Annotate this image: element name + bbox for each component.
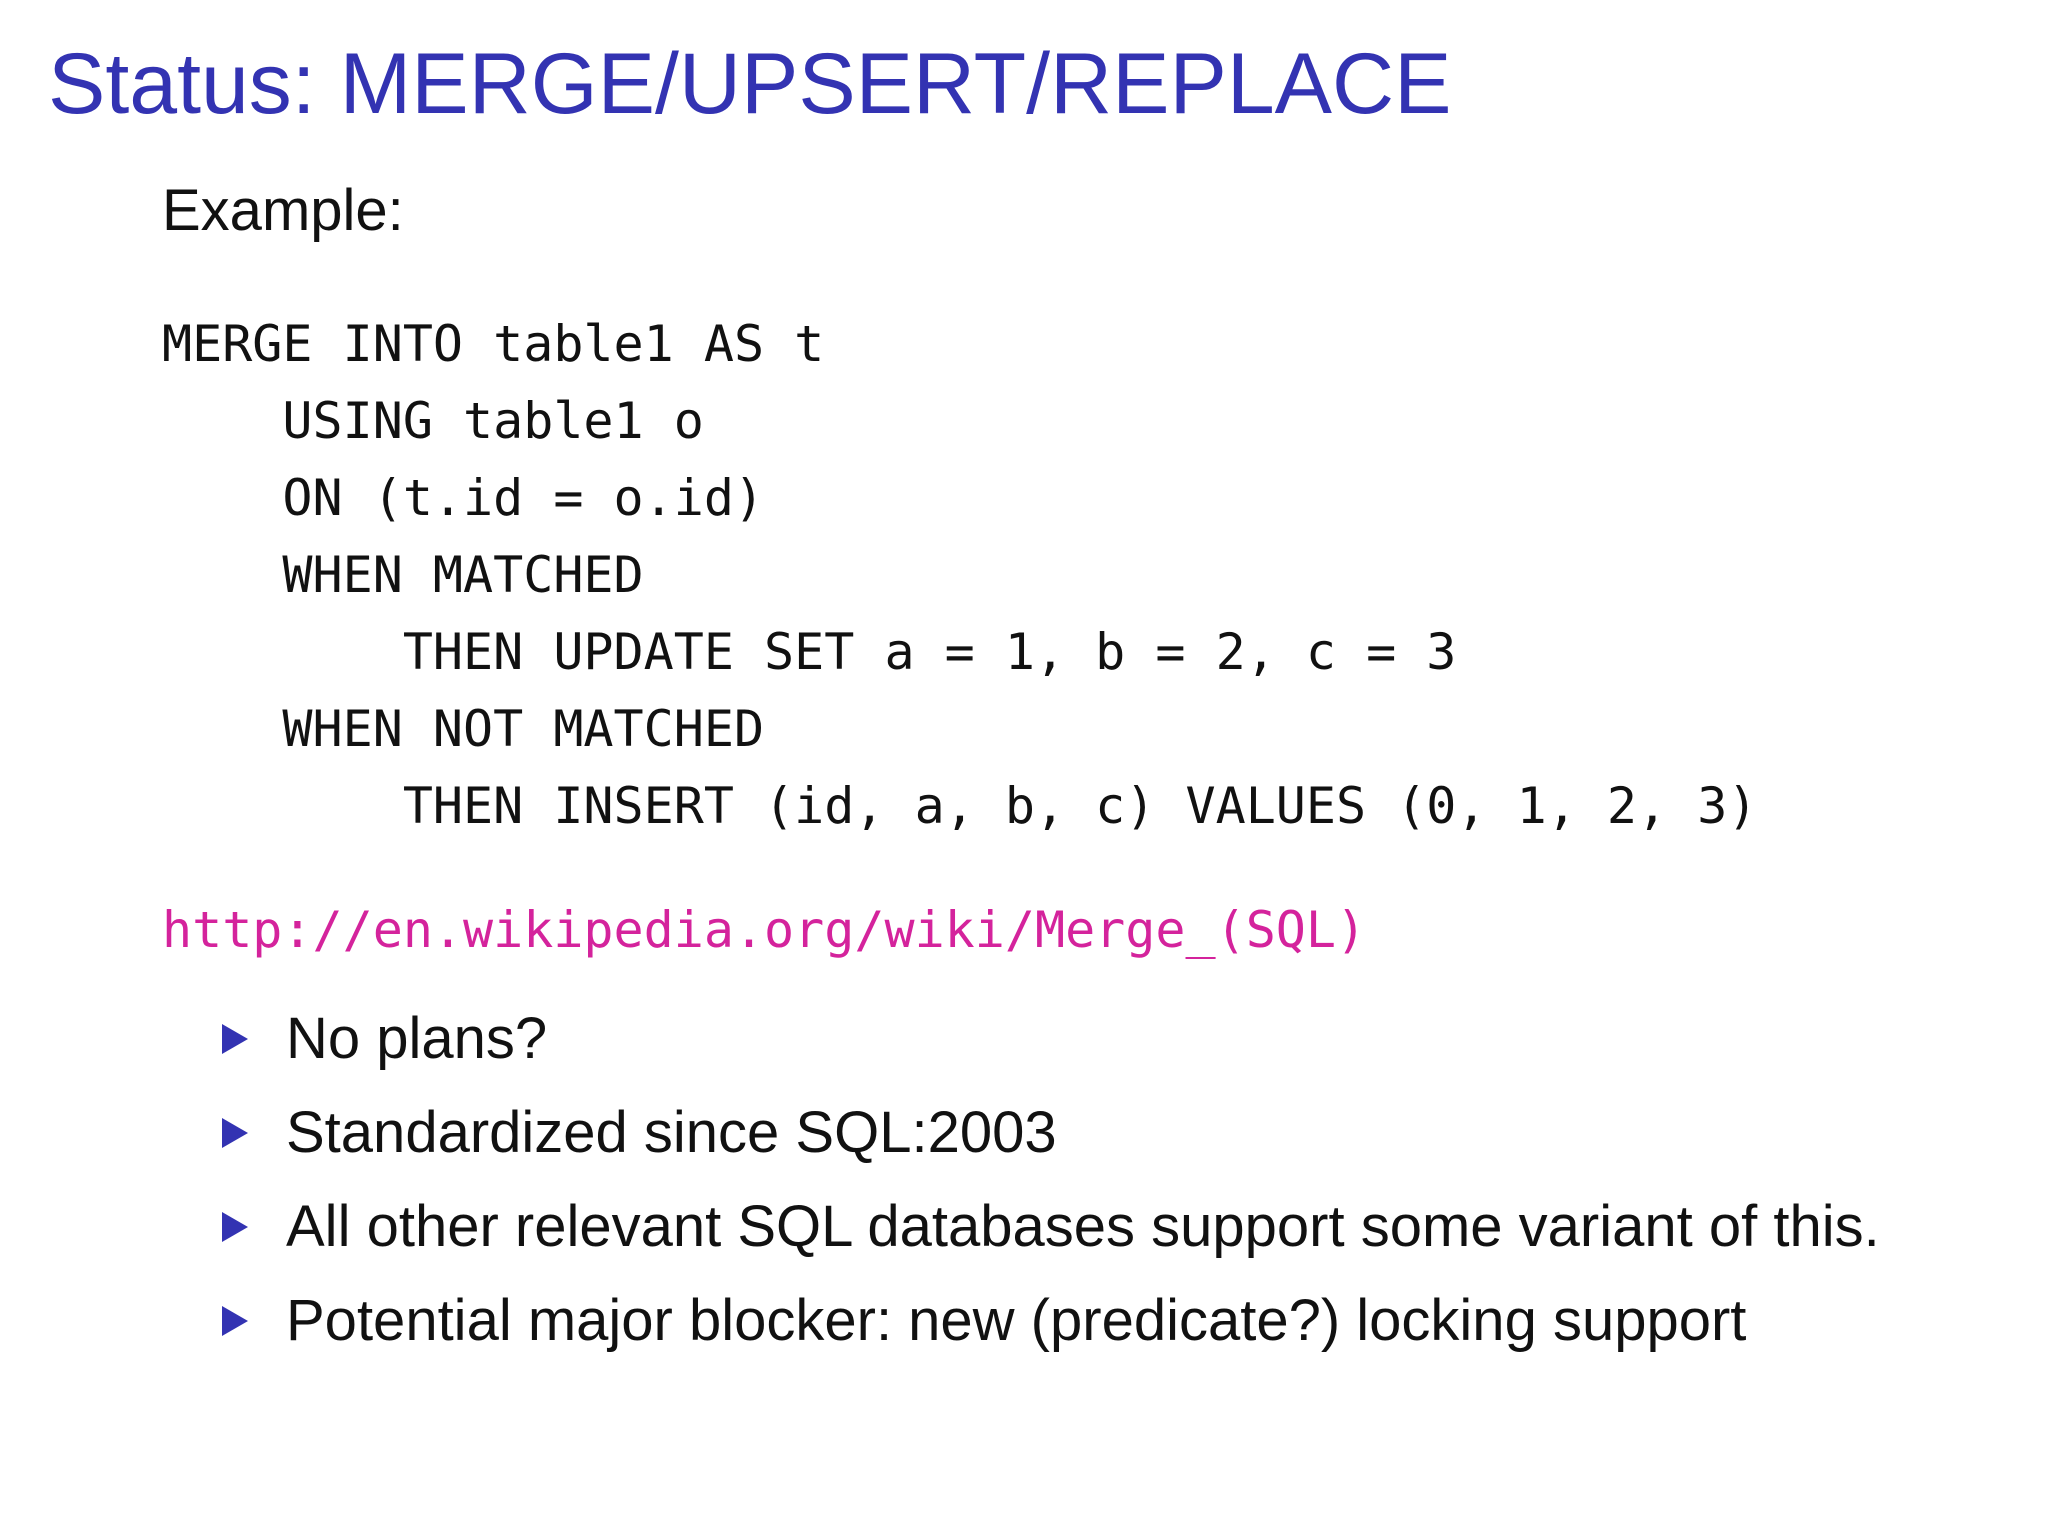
bullet-text: Potential major blocker: new (predicate?…	[286, 1288, 1747, 1353]
bullet-item: All other relevant SQL databases support…	[222, 1188, 1882, 1266]
triangle-right-icon	[222, 1118, 248, 1148]
code-line: WHEN MATCHED	[162, 546, 644, 604]
code-line: WHEN NOT MATCHED	[162, 700, 765, 758]
triangle-right-icon	[222, 1212, 248, 1242]
example-label: Example:	[162, 178, 404, 243]
code-line: MERGE INTO table1 AS t	[162, 315, 825, 373]
code-line: ON (t.id = o.id)	[162, 469, 765, 527]
triangle-right-icon	[222, 1306, 248, 1336]
bullet-item: No plans?	[222, 1000, 1882, 1078]
code-line: USING table1 o	[162, 392, 704, 450]
bullet-text: Standardized since SQL:2003	[286, 1100, 1057, 1165]
code-block: MERGE INTO table1 AS t USING table1 o ON…	[162, 306, 1757, 845]
code-line: THEN UPDATE SET a = 1, b = 2, c = 3	[162, 623, 1457, 681]
bullet-item: Standardized since SQL:2003	[222, 1094, 1882, 1172]
bullet-item: Potential major blocker: new (predicate?…	[222, 1282, 1882, 1360]
slide-title: Status: MERGE/UPSERT/REPLACE	[48, 36, 1452, 132]
bullet-text: No plans?	[286, 1006, 548, 1071]
triangle-right-icon	[222, 1024, 248, 1054]
code-line: THEN INSERT (id, a, b, c) VALUES (0, 1, …	[162, 777, 1758, 835]
bullet-list: No plans? Standardized since SQL:2003 Al…	[222, 1000, 1882, 1376]
bullet-text: All other relevant SQL databases support…	[286, 1194, 1880, 1259]
wikipedia-link[interactable]: http://en.wikipedia.org/wiki/Merge_(SQL)	[162, 901, 1367, 959]
